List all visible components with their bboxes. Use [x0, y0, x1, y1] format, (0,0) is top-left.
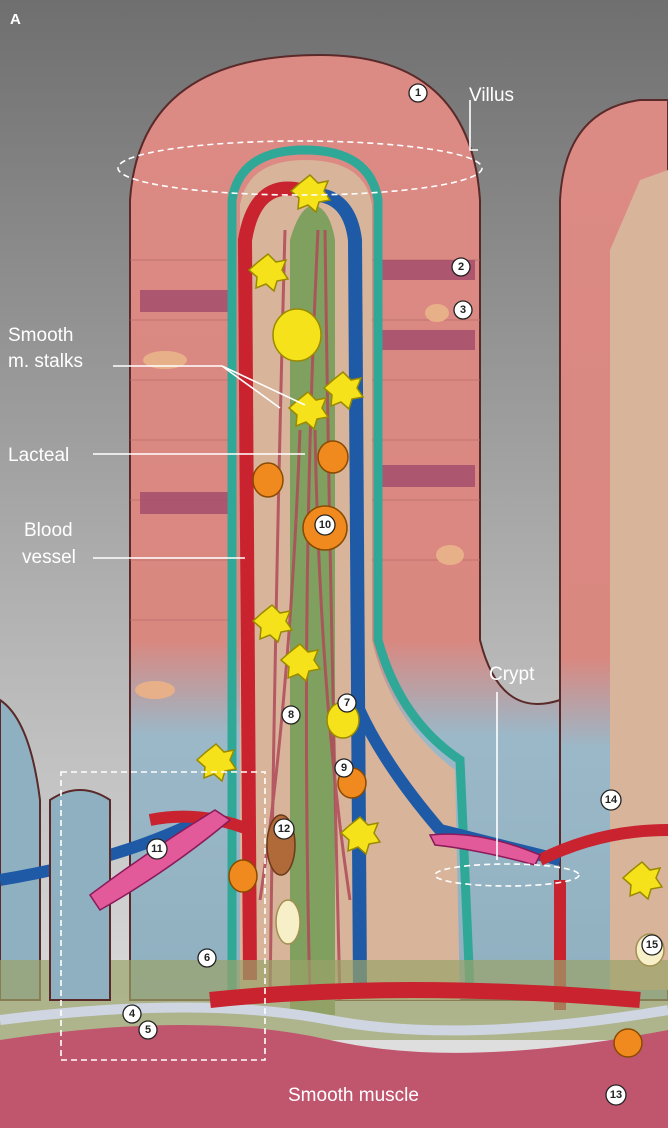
label-blood-vessel-line1: Blood — [24, 520, 73, 541]
panel-letter: A — [10, 11, 21, 28]
marker-13: 13 — [606, 1085, 626, 1105]
svg-text:1: 1 — [415, 87, 421, 99]
svg-text:6: 6 — [204, 952, 210, 964]
marker-2: 2 — [452, 258, 470, 276]
svg-text:2: 2 — [458, 261, 464, 273]
marker-10: 10 — [315, 515, 335, 535]
svg-text:15: 15 — [646, 939, 658, 951]
neighbor-villus — [560, 100, 668, 1000]
svg-text:3: 3 — [460, 304, 466, 316]
label-villus: Villus — [469, 85, 514, 106]
label-blood-vessel-line2: vessel — [22, 547, 76, 568]
label-lacteal: Lacteal — [8, 445, 69, 466]
marker-8: 8 — [282, 706, 300, 724]
marker-9: 9 — [335, 759, 353, 777]
svg-text:11: 11 — [151, 843, 163, 855]
label-smooth-muscle: Smooth muscle — [288, 1085, 419, 1106]
svg-text:8: 8 — [288, 709, 294, 721]
svg-text:10: 10 — [319, 519, 331, 531]
svg-text:9: 9 — [341, 762, 347, 774]
svg-text:5: 5 — [145, 1024, 151, 1036]
marker-11: 11 — [147, 839, 167, 859]
marker-15: 15 — [642, 935, 662, 955]
svg-text:14: 14 — [605, 794, 618, 806]
label-smooth-stalks-line2: m. stalks — [8, 351, 83, 372]
marker-7: 7 — [338, 694, 356, 712]
marker-14: 14 — [601, 790, 621, 810]
marker-5: 5 — [139, 1021, 157, 1039]
marker-12: 12 — [274, 819, 294, 839]
label-crypt: Crypt — [489, 664, 535, 685]
svg-text:12: 12 — [278, 823, 290, 835]
svg-text:7: 7 — [344, 697, 350, 709]
label-smooth-stalks-line1: Smooth — [8, 325, 73, 346]
svg-text:4: 4 — [129, 1008, 136, 1020]
marker-3: 3 — [454, 301, 472, 319]
marker-4: 4 — [123, 1005, 141, 1023]
marker-6: 6 — [198, 949, 216, 967]
marker-1: 1 — [409, 84, 427, 102]
svg-text:13: 13 — [610, 1089, 622, 1101]
